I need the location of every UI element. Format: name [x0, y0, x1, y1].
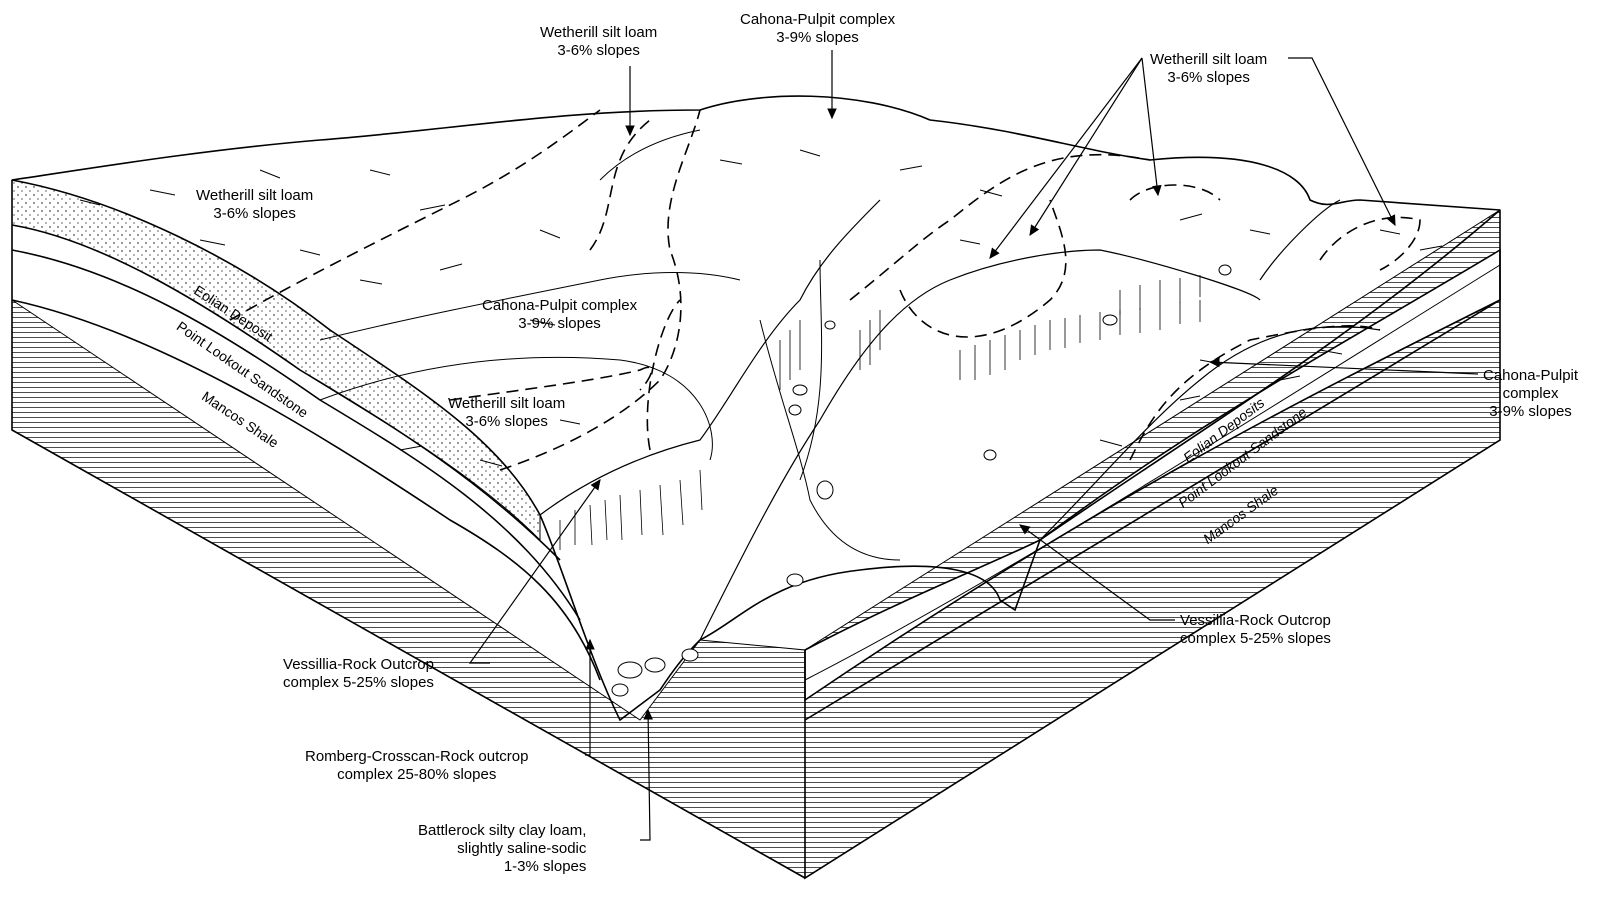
slope-range: 3-9% slopes [518, 315, 601, 332]
right-face-eolian [804, 248, 1501, 702]
slope-range: complex 5-25% slopes [1180, 630, 1331, 647]
slope-range: complex 25-80% slopes [337, 766, 497, 783]
soil-name: Vessillia-Rock Outcrop [283, 656, 434, 673]
label-wetherill-top: Wetherill silt loam 3-6% slopes [540, 24, 657, 60]
label-vessillia-left: Vessillia-Rock Outcrop complex 5-25% slo… [283, 656, 434, 692]
soil-name: Wetherill silt loam [448, 395, 566, 412]
soil-name: Wetherill silt loam [1150, 51, 1268, 68]
soil-name: Cahona-Pulpit complex [482, 297, 638, 314]
soil-name: Vessillia-Rock Outcrop [1180, 612, 1331, 629]
label-wetherill-center: Wetherill silt loam 3-6% slopes [448, 395, 565, 431]
right-face-shale [804, 209, 1501, 879]
label-cahona-right: Cahona-Pulpit complex 3-9% slopes [1483, 367, 1578, 421]
soil-name: Wetherill silt loam [540, 24, 658, 41]
soil-name: Cahona-Pulpit complex [740, 11, 896, 28]
slope-range: 3-9% slopes [776, 29, 859, 46]
top-surface [11, 95, 1501, 211]
label-wetherill-right: Wetherill silt loam 3-6% slopes [1150, 51, 1267, 87]
slope-range: 3-6% slopes [557, 42, 640, 59]
soil-name: Romberg-Crosscan-Rock outcrop [305, 748, 529, 765]
slope-range: 1-3% slopes [503, 858, 587, 875]
soil-name: Wetherill silt loam [196, 187, 314, 204]
label-vessillia-right: Vessillia-Rock Outcrop complex 5-25% slo… [1180, 612, 1331, 648]
label-romberg: Romberg-Crosscan-Rock outcrop complex 25… [305, 748, 528, 784]
slope-range: 3-9% slopes [1489, 403, 1572, 420]
label-cahona-top: Cahona-Pulpit complex 3-9% slopes [740, 11, 895, 47]
soil-type: complex [1502, 385, 1559, 402]
slope-range: 3-6% slopes [213, 205, 296, 222]
label-wetherill-left: Wetherill silt loam 3-6% slopes [196, 187, 313, 223]
slope-range: 3-6% slopes [1167, 69, 1250, 86]
label-battlerock: Battlerock silty clay loam, slightly sal… [418, 822, 586, 876]
slope-range: 3-6% slopes [465, 413, 548, 430]
soil-name: Battlerock silty clay loam, [418, 822, 587, 839]
soil-name: Cahona-Pulpit [1483, 367, 1579, 384]
slope-range: complex 5-25% slopes [283, 674, 434, 691]
soil-note: slightly saline-sodic [457, 840, 587, 857]
label-cahona-center: Cahona-Pulpit complex 3-9% slopes [482, 297, 637, 333]
